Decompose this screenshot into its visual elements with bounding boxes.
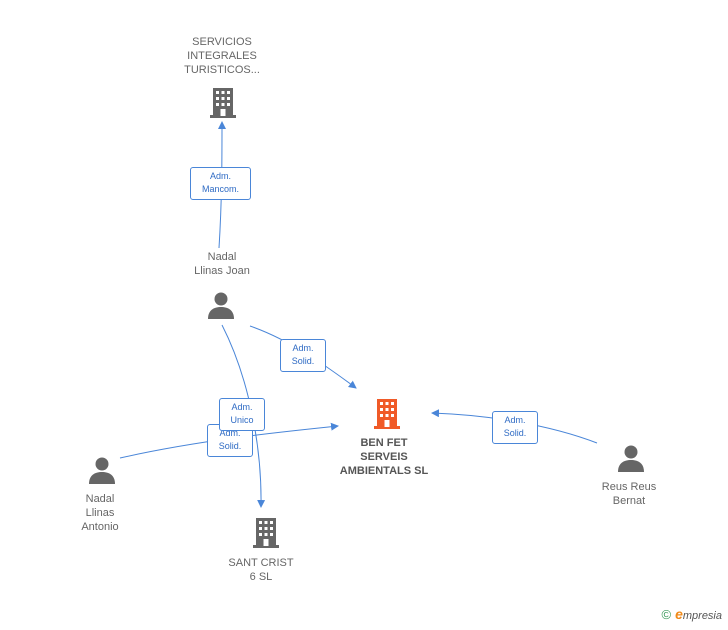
person-icon[interactable] (87, 455, 117, 485)
main-building-icon[interactable] (371, 397, 403, 429)
edge-label-adm-solid: Adm. Solid. (280, 339, 326, 372)
building-icon[interactable] (207, 86, 239, 118)
node-label-servicios[interactable]: SERVICIOS INTEGRALES TURISTICOS... (184, 36, 260, 76)
edge-label-adm-mancom: Adm. Mancom. (190, 167, 251, 200)
building-icon[interactable] (250, 516, 282, 548)
brand-initial: e (675, 606, 683, 622)
node-label-nadal-joan[interactable]: Nadal Llinas Joan (194, 251, 250, 277)
person-icon[interactable] (616, 443, 646, 473)
edge-label-adm-unico: Adm. Unico (219, 398, 265, 431)
node-label-nadal-antonio[interactable]: Nadal Llinas Antonio (81, 493, 119, 533)
edge-label-adm-solid: Adm. Solid. (492, 411, 538, 444)
node-label-ben-fet[interactable]: BEN FET SERVEIS AMBIENTALS SL (339, 437, 429, 477)
brand-name: mpresia (682, 610, 722, 622)
copyright-icon: © (661, 607, 672, 622)
node-label-sant-crist[interactable]: SANT CRIST 6 SL (228, 557, 294, 583)
person-icon[interactable] (206, 290, 236, 320)
node-label-reus[interactable]: Reus Reus Bernat (601, 481, 657, 507)
brand-logo[interactable]: ©empresia (661, 606, 722, 622)
